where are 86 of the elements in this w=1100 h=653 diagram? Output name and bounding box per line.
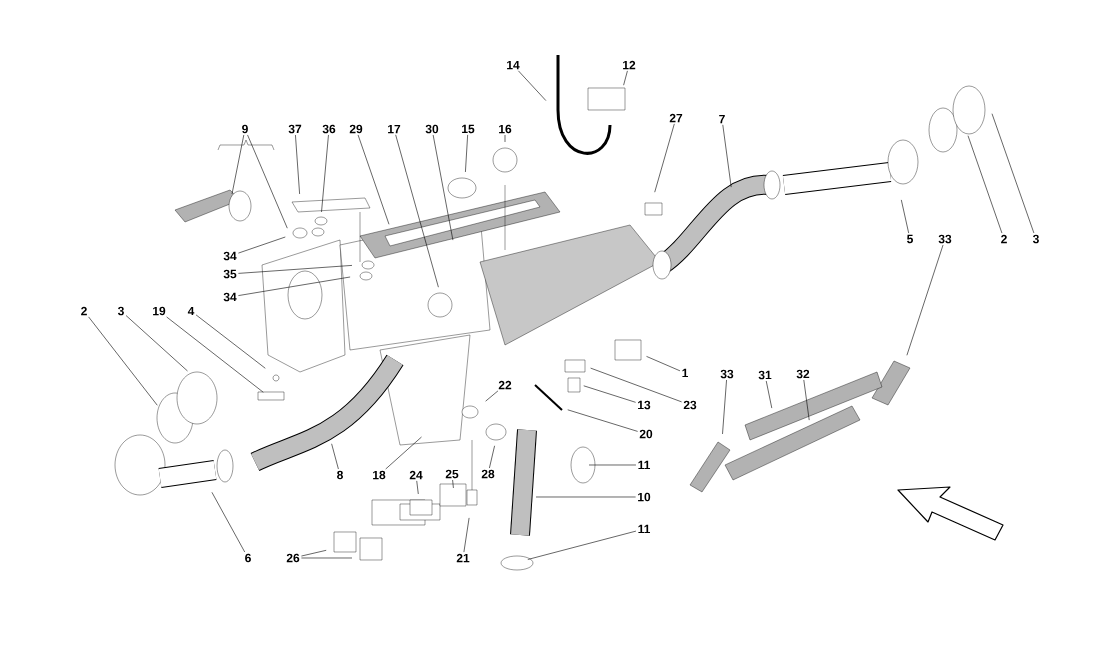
- leader-line: [238, 265, 353, 274]
- callout-number: 16: [499, 124, 512, 134]
- callout-number: 3: [1032, 234, 1039, 244]
- leader-line: [489, 445, 495, 469]
- leader-line: [588, 464, 637, 466]
- callout-number: 34: [223, 251, 237, 261]
- leader-line: [901, 199, 909, 234]
- leader-line: [485, 390, 499, 402]
- leader-line: [231, 134, 245, 195]
- callout-number: 22: [498, 380, 512, 390]
- leader-line: [465, 134, 468, 173]
- leader-line: [535, 496, 636, 498]
- callout-number: 7: [719, 114, 725, 124]
- callout-number: 37: [288, 124, 302, 134]
- callout-number: 6: [245, 553, 251, 563]
- leader-line: [518, 70, 547, 101]
- leader-line: [722, 124, 732, 188]
- leader-line: [247, 134, 288, 229]
- callout-number: 17: [388, 124, 401, 134]
- leader-line: [765, 380, 773, 409]
- leader-line: [357, 134, 390, 225]
- leader-line: [385, 436, 422, 470]
- callout-number: 14: [507, 60, 520, 70]
- leader-line: [991, 113, 1035, 234]
- callout-number: 4: [187, 306, 195, 316]
- callout-number: 33: [720, 369, 734, 379]
- leader-line: [331, 443, 339, 470]
- leader-line: [590, 367, 682, 403]
- leader-line: [722, 379, 727, 435]
- callout-number: 21: [456, 553, 470, 563]
- callout-number: 36: [322, 124, 336, 134]
- leader-line: [238, 276, 351, 296]
- leader-line: [166, 316, 264, 393]
- callout-number: 2: [81, 306, 87, 316]
- callout-number: 10: [638, 492, 651, 502]
- leader-line: [301, 557, 353, 559]
- callout-number: 1: [682, 368, 688, 378]
- callout-number: 35: [223, 269, 237, 279]
- leader-line: [504, 134, 506, 143]
- callout-number: 23: [683, 400, 697, 410]
- callout-number: 29: [349, 124, 363, 134]
- leader-line: [295, 134, 300, 195]
- leader-line: [583, 385, 636, 403]
- callout-number: 28: [481, 469, 495, 479]
- callout-number: 34: [223, 292, 237, 302]
- callout-number: 24: [409, 470, 423, 480]
- leader-line: [463, 517, 470, 553]
- leader-line: [321, 134, 329, 213]
- callout-number: 3: [117, 306, 124, 316]
- callout-number: 13: [638, 400, 651, 410]
- leader-line: [416, 480, 419, 495]
- callout-number: 27: [669, 113, 683, 123]
- callout-number: 30: [425, 124, 439, 134]
- callout-number: 11: [638, 524, 650, 534]
- callout-number: 8: [337, 470, 343, 480]
- leader-line: [567, 409, 638, 432]
- callout-number: 33: [938, 234, 952, 244]
- callout-number: 25: [445, 469, 459, 479]
- callout-number: 18: [373, 470, 386, 480]
- leader-line: [803, 379, 810, 421]
- callout-number: 11: [638, 460, 650, 470]
- leader-line: [125, 315, 188, 372]
- callout-number: 32: [796, 369, 810, 379]
- callout-number: 5: [907, 234, 913, 244]
- leader-line: [395, 134, 439, 288]
- callout-number: 20: [639, 429, 653, 439]
- callout-number: 15: [462, 124, 475, 134]
- callout-number: 2: [1001, 234, 1007, 244]
- leader-line: [452, 479, 454, 489]
- leader-line: [238, 236, 286, 254]
- leader-line: [527, 530, 637, 560]
- leader-line: [646, 356, 681, 372]
- leader-line: [88, 316, 158, 406]
- leader-line: [301, 550, 327, 557]
- leader-line: [967, 135, 1003, 234]
- leader-line: [623, 70, 628, 86]
- callout-number: 12: [623, 60, 636, 70]
- leader-line: [906, 244, 944, 356]
- callout-number: 31: [758, 370, 772, 380]
- leader-line: [195, 314, 266, 369]
- leader-line: [432, 134, 454, 241]
- callout-number: 19: [153, 306, 166, 316]
- leader-line: [211, 492, 246, 553]
- callout-number: 26: [286, 553, 300, 563]
- leader-line: [654, 123, 675, 193]
- callout-number: 9: [242, 124, 248, 134]
